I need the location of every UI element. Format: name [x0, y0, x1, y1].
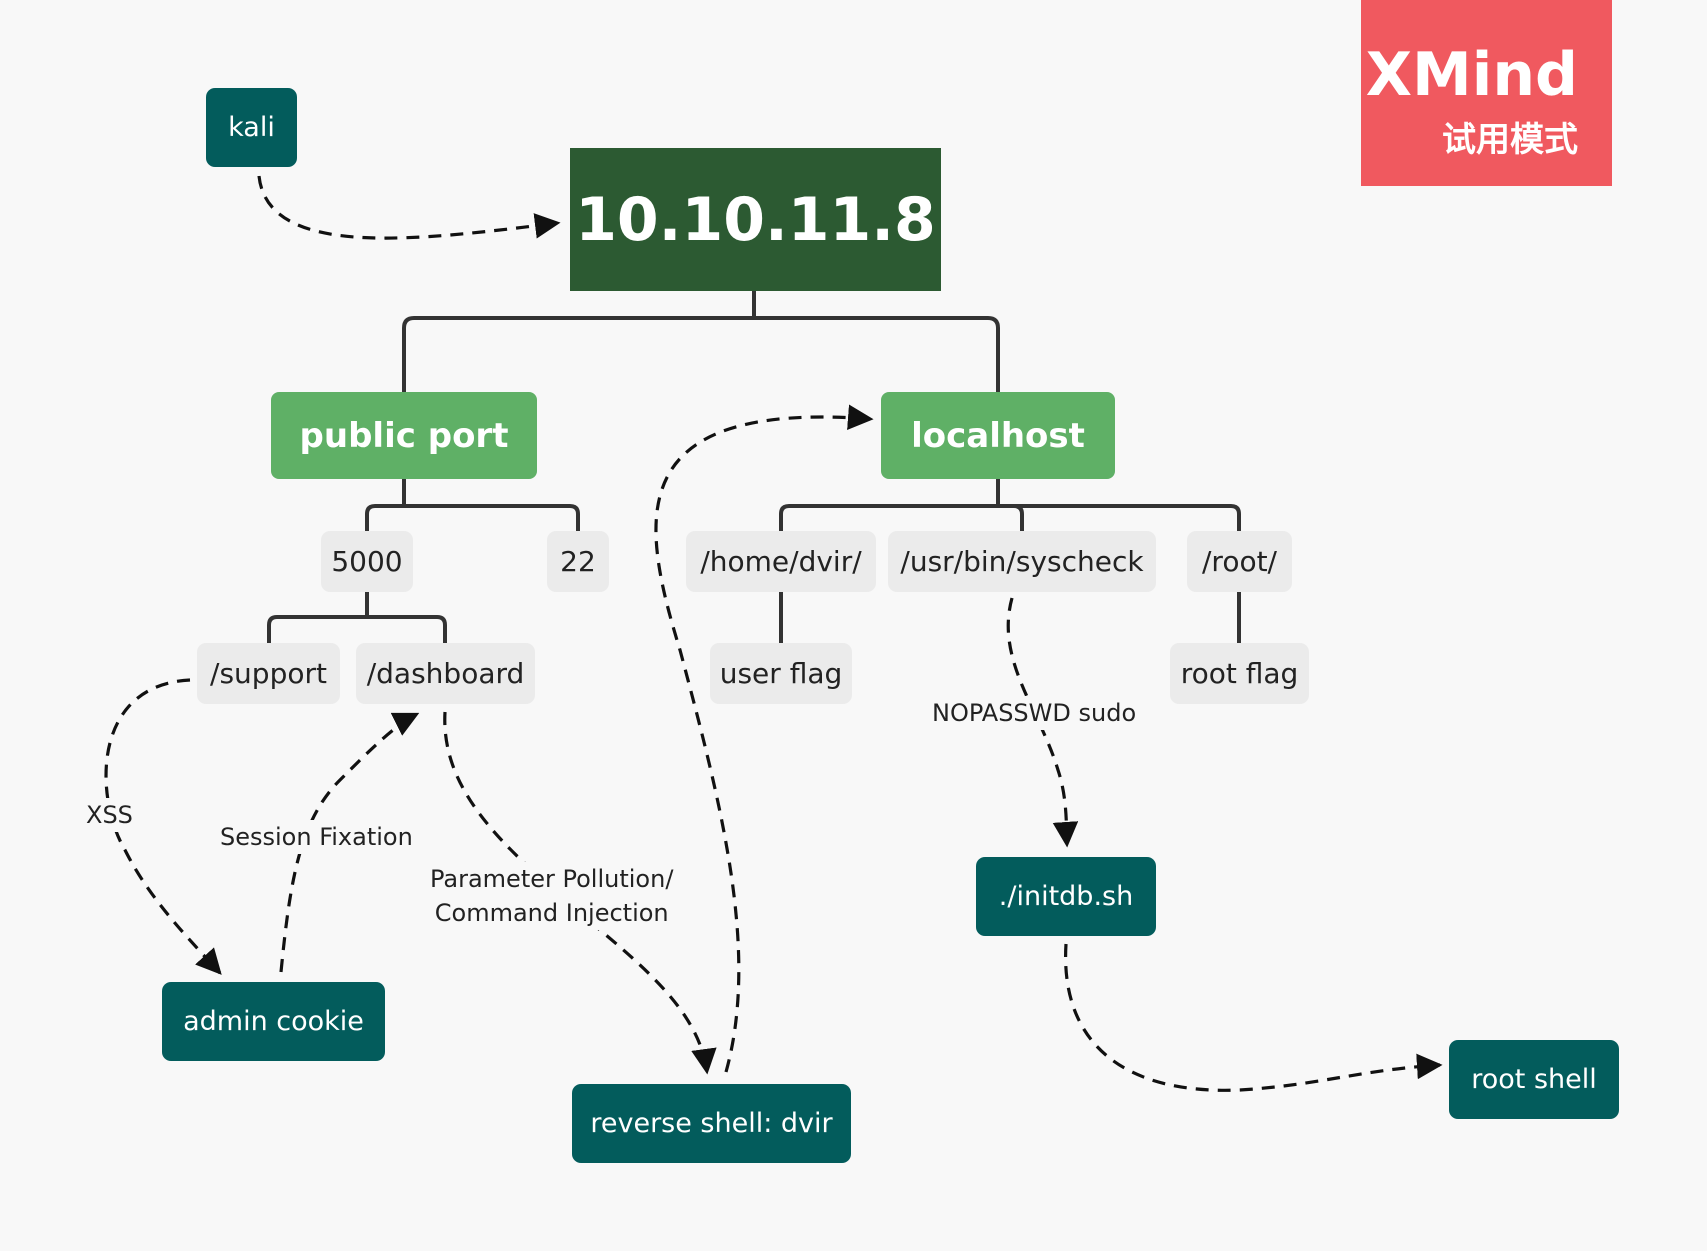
connector-5000-children — [267, 592, 447, 643]
relationship-label-parameter-pollution: Parameter Pollution/ Command Injection — [430, 862, 674, 930]
relationship-xss — [104, 678, 222, 975]
subtopic-port-22[interactable]: 22 — [547, 531, 609, 592]
relationship-label-line-2: Command Injection — [434, 899, 669, 927]
floating-topic-initdb[interactable]: ./initdb.sh — [976, 857, 1156, 936]
relationship-param-pollution — [443, 711, 717, 1075]
floating-topic-root-shell[interactable]: root shell — [1449, 1040, 1619, 1119]
subtopic-dashboard[interactable]: /dashboard — [356, 643, 535, 704]
relationship-nopasswd-sudo — [1006, 597, 1079, 848]
relationship-kali-to-root — [257, 175, 561, 240]
relationship-session-fixation — [279, 712, 420, 973]
relationship-label-line-1: Parameter Pollution/ — [430, 865, 674, 893]
floating-topic-kali[interactable]: kali — [206, 88, 297, 167]
subtopic-root-flag[interactable]: root flag — [1170, 643, 1309, 704]
watermark-title: XMind — [1365, 40, 1578, 110]
subtopic-home-dvir[interactable]: /home/dvir/ — [686, 531, 876, 592]
relationship-label-xss: XSS — [86, 798, 133, 832]
relationship-initdb-to-root-shell — [1064, 943, 1443, 1092]
subtopic-root-dir[interactable]: /root/ — [1187, 531, 1292, 592]
subtopic-user-flag[interactable]: user flag — [710, 643, 852, 704]
main-topic-localhost[interactable]: localhost — [881, 392, 1115, 479]
xmind-watermark: XMind 试用模式 — [1361, 0, 1612, 186]
subtopic-support[interactable]: /support — [197, 643, 340, 704]
subtopic-syscheck[interactable]: /usr/bin/syscheck — [888, 531, 1156, 592]
floating-topic-reverse-shell[interactable]: reverse shell: dvir — [572, 1084, 851, 1163]
floating-topic-admin-cookie[interactable]: admin cookie — [162, 982, 385, 1061]
watermark-subtitle: 试用模式 — [1442, 120, 1578, 160]
subtopic-port-5000[interactable]: 5000 — [321, 531, 413, 592]
connector-root-branches — [402, 291, 1000, 392]
central-topic[interactable]: 10.10.11.8 — [570, 148, 941, 291]
main-topic-public-port[interactable]: public port — [271, 392, 537, 479]
connector-public-port-children — [365, 479, 580, 531]
connector-localhost-children — [779, 479, 1241, 531]
relationship-reverse-shell-to-localhost — [654, 404, 874, 1073]
relationship-label-session-fixation: Session Fixation — [220, 820, 413, 854]
relationship-label-nopasswd-sudo: NOPASSWD sudo — [932, 696, 1137, 730]
